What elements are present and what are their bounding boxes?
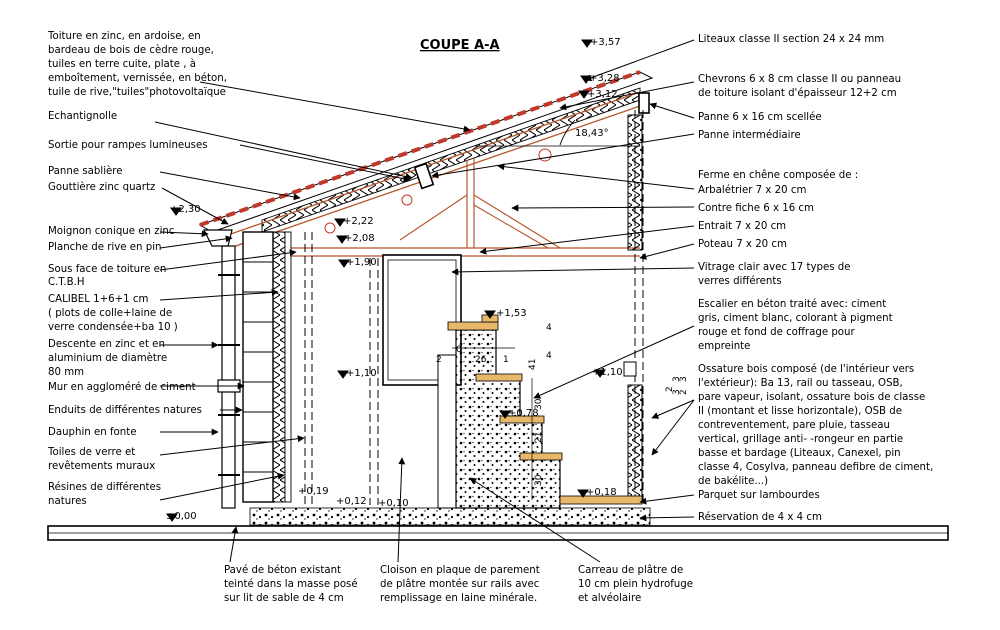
- annotation-plasterboard-partition: Cloison en plaque de parement de plâtre …: [380, 565, 543, 604]
- drawing-title: COUPE A-A: [420, 38, 500, 53]
- dimension-label: 41: [528, 359, 538, 370]
- roof-angle-label: 18,43°: [575, 128, 609, 139]
- dimension-label: 3: [672, 389, 682, 395]
- level-0-00: ±0,00: [166, 511, 197, 522]
- annotation-calibel: CALIBEL 1+6+1 cm ( plots de colle+laine …: [48, 294, 178, 333]
- dimension-label: 0: [456, 345, 462, 355]
- level-1-10-right: +1,10: [592, 367, 623, 378]
- annotation-block-wall: Mur en aggloméré de ciment: [48, 381, 196, 393]
- level-3-28: +3,28: [589, 73, 620, 84]
- annotation-parquet: Parquet sur lambourdes: [698, 490, 820, 501]
- dimension-label: 2: [436, 355, 442, 365]
- annotation-purlin: Panne 6 x 16 cm scellée: [698, 111, 822, 123]
- level-2-22: +2,22: [343, 216, 374, 227]
- annotation-resins: Résines de différentes natures: [48, 481, 164, 507]
- annotation-cast-iron-shoe: Dauphin en fonte: [48, 427, 137, 438]
- annotation-renders: Enduits de différentes natures: [48, 404, 202, 416]
- annotation-rafters: Chevrons 6 x 8 cm classe II ou panneau d…: [698, 74, 904, 99]
- dimension-label: 3: [672, 376, 682, 382]
- ground-slab: [47, 507, 949, 541]
- annotation-wall-plate: Panne sablière: [48, 165, 123, 177]
- bottom-annotations: Pavé de béton existant teinté dans la ma…: [224, 564, 696, 604]
- annotation-echantignolle: Echantignolle: [48, 111, 117, 122]
- annotation-post: Poteau 7 x 20 cm: [698, 239, 787, 250]
- annotation-paving: Pavé de béton existant teinté dans la ma…: [224, 564, 361, 604]
- annotation-glazing: Vitrage clair avec 17 types de verres di…: [698, 262, 854, 287]
- level-1-53: +1,53: [496, 308, 527, 319]
- annotation-fascia-board: Planche de rive en pin: [48, 242, 161, 253]
- level-0-18: +0,18: [586, 487, 617, 498]
- dimension-label: 26: [475, 355, 487, 365]
- dimension-label: 3: [679, 376, 689, 382]
- roof: [198, 70, 654, 257]
- annotation-wall-coverings: Toiles de verre et revêtements muraux: [47, 447, 155, 472]
- annotation-reservation: Réservation de 4 x 4 cm: [698, 511, 822, 523]
- level-labels: +3,57 +3,28 +3,12 +2,30 +2,22 +2,08 +1,9…: [166, 37, 623, 522]
- level-1-90: +1,90: [346, 257, 377, 268]
- level-0-10: +0,10: [378, 498, 409, 509]
- annotation-concrete-stair: Escalier en béton traité avec: ciment gr…: [698, 298, 896, 352]
- dimension-label: 4: [546, 351, 552, 361]
- leader-lines: [154, 39, 695, 563]
- level-2-30: +2,30: [170, 204, 201, 215]
- annotation-downpipe: Descente en zinc et en aluminium de diam…: [48, 339, 170, 378]
- level-3-12: +3,12: [587, 89, 618, 100]
- staircase: [437, 314, 563, 509]
- annotation-soffit: Sous face de toiture en C.T.B.H: [48, 264, 170, 288]
- level-0-19: +0,19: [298, 486, 329, 497]
- level-1-10-left: +1,10: [346, 368, 377, 379]
- annotation-gutter: Gouttière zinc quartz: [48, 181, 155, 193]
- stair-dimensions: 2 0 26 1 41 4 4 30 21 30 2 3 3 3 2: [436, 323, 689, 486]
- dimension-label: 4: [546, 323, 552, 333]
- annotation-light-ramp-outlet: Sortie pour rampes lumineuses: [48, 140, 208, 151]
- dimension-label: 2: [679, 389, 689, 395]
- left-annotations: Toiture en zinc, en ardoise, en bardeau …: [47, 31, 230, 507]
- level-markers: [166, 39, 606, 522]
- annotation-roofing: Toiture en zinc, en ardoise, en bardeau …: [47, 31, 230, 98]
- dimension-label: 2: [665, 386, 675, 392]
- annotation-plaster-tile: Carreau de plâtre de 10 cm plein hydrofu…: [578, 564, 696, 604]
- right-annotations: Liteaux classe II section 24 x 24 mm Che…: [698, 34, 936, 523]
- dimension-label: 30: [534, 398, 544, 410]
- annotation-tie-beam: Entrait 7 x 20 cm: [698, 221, 786, 232]
- level-3-57: +3,57: [590, 37, 621, 48]
- dimension-label: 21: [534, 432, 544, 443]
- annotation-timber-frame: Ossature bois composé (de l'intérieur ve…: [698, 363, 936, 487]
- annotation-intermediate-purlin: Panne intermédiaire: [698, 129, 801, 141]
- level-0-78: +0,78: [508, 408, 539, 419]
- left-wall: [203, 229, 292, 509]
- dimension-label: 30: [534, 474, 544, 486]
- dimension-label: 1: [503, 355, 509, 365]
- annotation-rafter-beam: Arbalétrier 7 x 20 cm: [698, 184, 806, 196]
- level-0-12: +0,12: [336, 496, 367, 507]
- annotation-conical-outlet: Moignon conique en zinc: [48, 226, 174, 237]
- annotation-battens: Liteaux classe II section 24 x 24 mm: [698, 34, 884, 45]
- annotation-oak-truss: Ferme en chêne composée de :: [698, 169, 858, 181]
- annotation-strut: Contre fiche 6 x 16 cm: [698, 203, 814, 214]
- level-2-08: +2,08: [344, 233, 375, 244]
- right-wall: [623, 114, 643, 501]
